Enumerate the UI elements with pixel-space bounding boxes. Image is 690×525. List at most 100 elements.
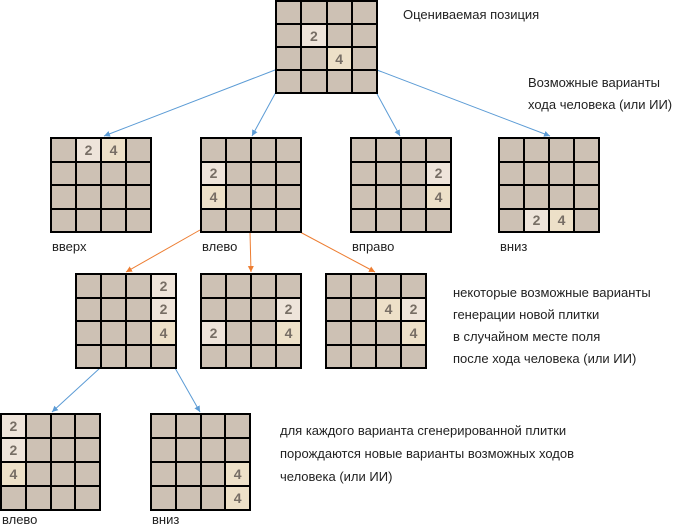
- label-next-left: влево: [2, 512, 38, 525]
- empty-cell: [277, 2, 301, 23]
- empty-cell: [152, 345, 175, 367]
- tile-4: 4: [550, 209, 573, 231]
- arrow-up: [103, 69, 276, 137]
- tile-2: 2: [402, 298, 425, 320]
- empty-cell: [226, 415, 249, 437]
- empty-cell: [277, 25, 301, 46]
- empty-cell: [252, 275, 275, 297]
- tile-4: 4: [327, 48, 351, 69]
- empty-cell: [52, 139, 75, 161]
- empty-cell: [252, 186, 275, 208]
- spawn-note-line: генерации новой плитки: [453, 307, 600, 322]
- spawn-note-line: в случайном месте поля: [453, 329, 601, 344]
- empty-cell: [550, 162, 573, 184]
- empty-cell: [500, 186, 523, 208]
- empty-cell: [77, 275, 100, 297]
- empty-cell: [352, 71, 376, 92]
- empty-cell: [252, 209, 275, 231]
- empty-cell: [277, 71, 301, 92]
- empty-cell: [77, 162, 100, 184]
- empty-cell: [377, 209, 400, 231]
- tile-2: 2: [302, 25, 326, 46]
- empty-cell: [176, 439, 200, 461]
- empty-cell: [525, 162, 548, 184]
- empty-cell: [76, 487, 99, 509]
- empty-cell: [152, 487, 175, 509]
- empty-cell: [152, 463, 175, 485]
- empty-cell: [252, 162, 275, 184]
- empty-cell: [76, 439, 99, 461]
- empty-cell: [352, 275, 375, 297]
- tile-2: 2: [202, 322, 225, 344]
- empty-cell: [176, 463, 200, 485]
- empty-cell: [202, 275, 225, 297]
- spawn-note-line: некоторые возможные варианты: [453, 285, 651, 300]
- empty-cell: [352, 209, 375, 231]
- empty-cell: [2, 487, 25, 509]
- empty-cell: [127, 345, 150, 367]
- moves-note-line: хода человека (или ИИ): [528, 97, 673, 112]
- tile-2: 2: [77, 139, 100, 161]
- title-note: Оцениваемая позиция: [403, 7, 540, 22]
- label-next-down: вниз: [152, 512, 180, 525]
- empty-cell: [201, 487, 225, 509]
- empty-cell: [550, 186, 573, 208]
- tile-4: 4: [202, 186, 225, 208]
- arrow-left: [251, 91, 277, 137]
- empty-cell: [402, 139, 425, 161]
- empty-cell: [352, 25, 376, 46]
- tile-4: 4: [226, 463, 249, 485]
- empty-cell: [127, 275, 150, 297]
- tile-4: 4: [2, 463, 25, 485]
- empty-cell: [402, 345, 425, 367]
- empty-cell: [76, 415, 99, 437]
- empty-cell: [102, 275, 125, 297]
- tile-2: 2: [525, 209, 548, 231]
- empty-cell: [377, 162, 400, 184]
- tile-2: 2: [152, 275, 175, 297]
- tile-4: 4: [226, 487, 249, 509]
- empty-cell: [152, 415, 175, 437]
- empty-cell: [26, 439, 50, 461]
- empty-cell: [427, 209, 450, 231]
- empty-cell: [427, 139, 450, 161]
- empty-cell: [277, 186, 300, 208]
- empty-cell: [377, 275, 400, 297]
- label-down: вниз: [500, 239, 528, 254]
- empty-cell: [176, 487, 200, 509]
- empty-cell: [277, 48, 301, 69]
- empty-cell: [26, 415, 50, 437]
- empty-cell: [52, 186, 75, 208]
- empty-cell: [77, 209, 100, 231]
- arrow-right: [375, 91, 401, 137]
- empty-cell: [377, 186, 400, 208]
- empty-cell: [227, 209, 250, 231]
- empty-cell: [77, 345, 100, 367]
- empty-cell: [302, 71, 326, 92]
- empty-cell: [227, 322, 250, 344]
- empty-cell: [327, 71, 351, 92]
- empty-cell: [327, 322, 350, 344]
- empty-cell: [277, 209, 300, 231]
- empty-cell: [76, 463, 99, 485]
- empty-cell: [127, 298, 150, 320]
- empty-cell: [377, 345, 400, 367]
- empty-cell: [26, 487, 50, 509]
- empty-cell: [102, 186, 125, 208]
- empty-cell: [525, 139, 548, 161]
- empty-cell: [525, 186, 548, 208]
- tile-2: 2: [427, 162, 450, 184]
- moves-note-line: Возможные варианты: [528, 75, 660, 90]
- empty-cell: [127, 322, 150, 344]
- empty-cell: [102, 322, 125, 344]
- empty-cell: [127, 209, 150, 231]
- empty-cell: [402, 186, 425, 208]
- next-note-line: человека (или ИИ): [280, 469, 393, 484]
- empty-cell: [302, 48, 326, 69]
